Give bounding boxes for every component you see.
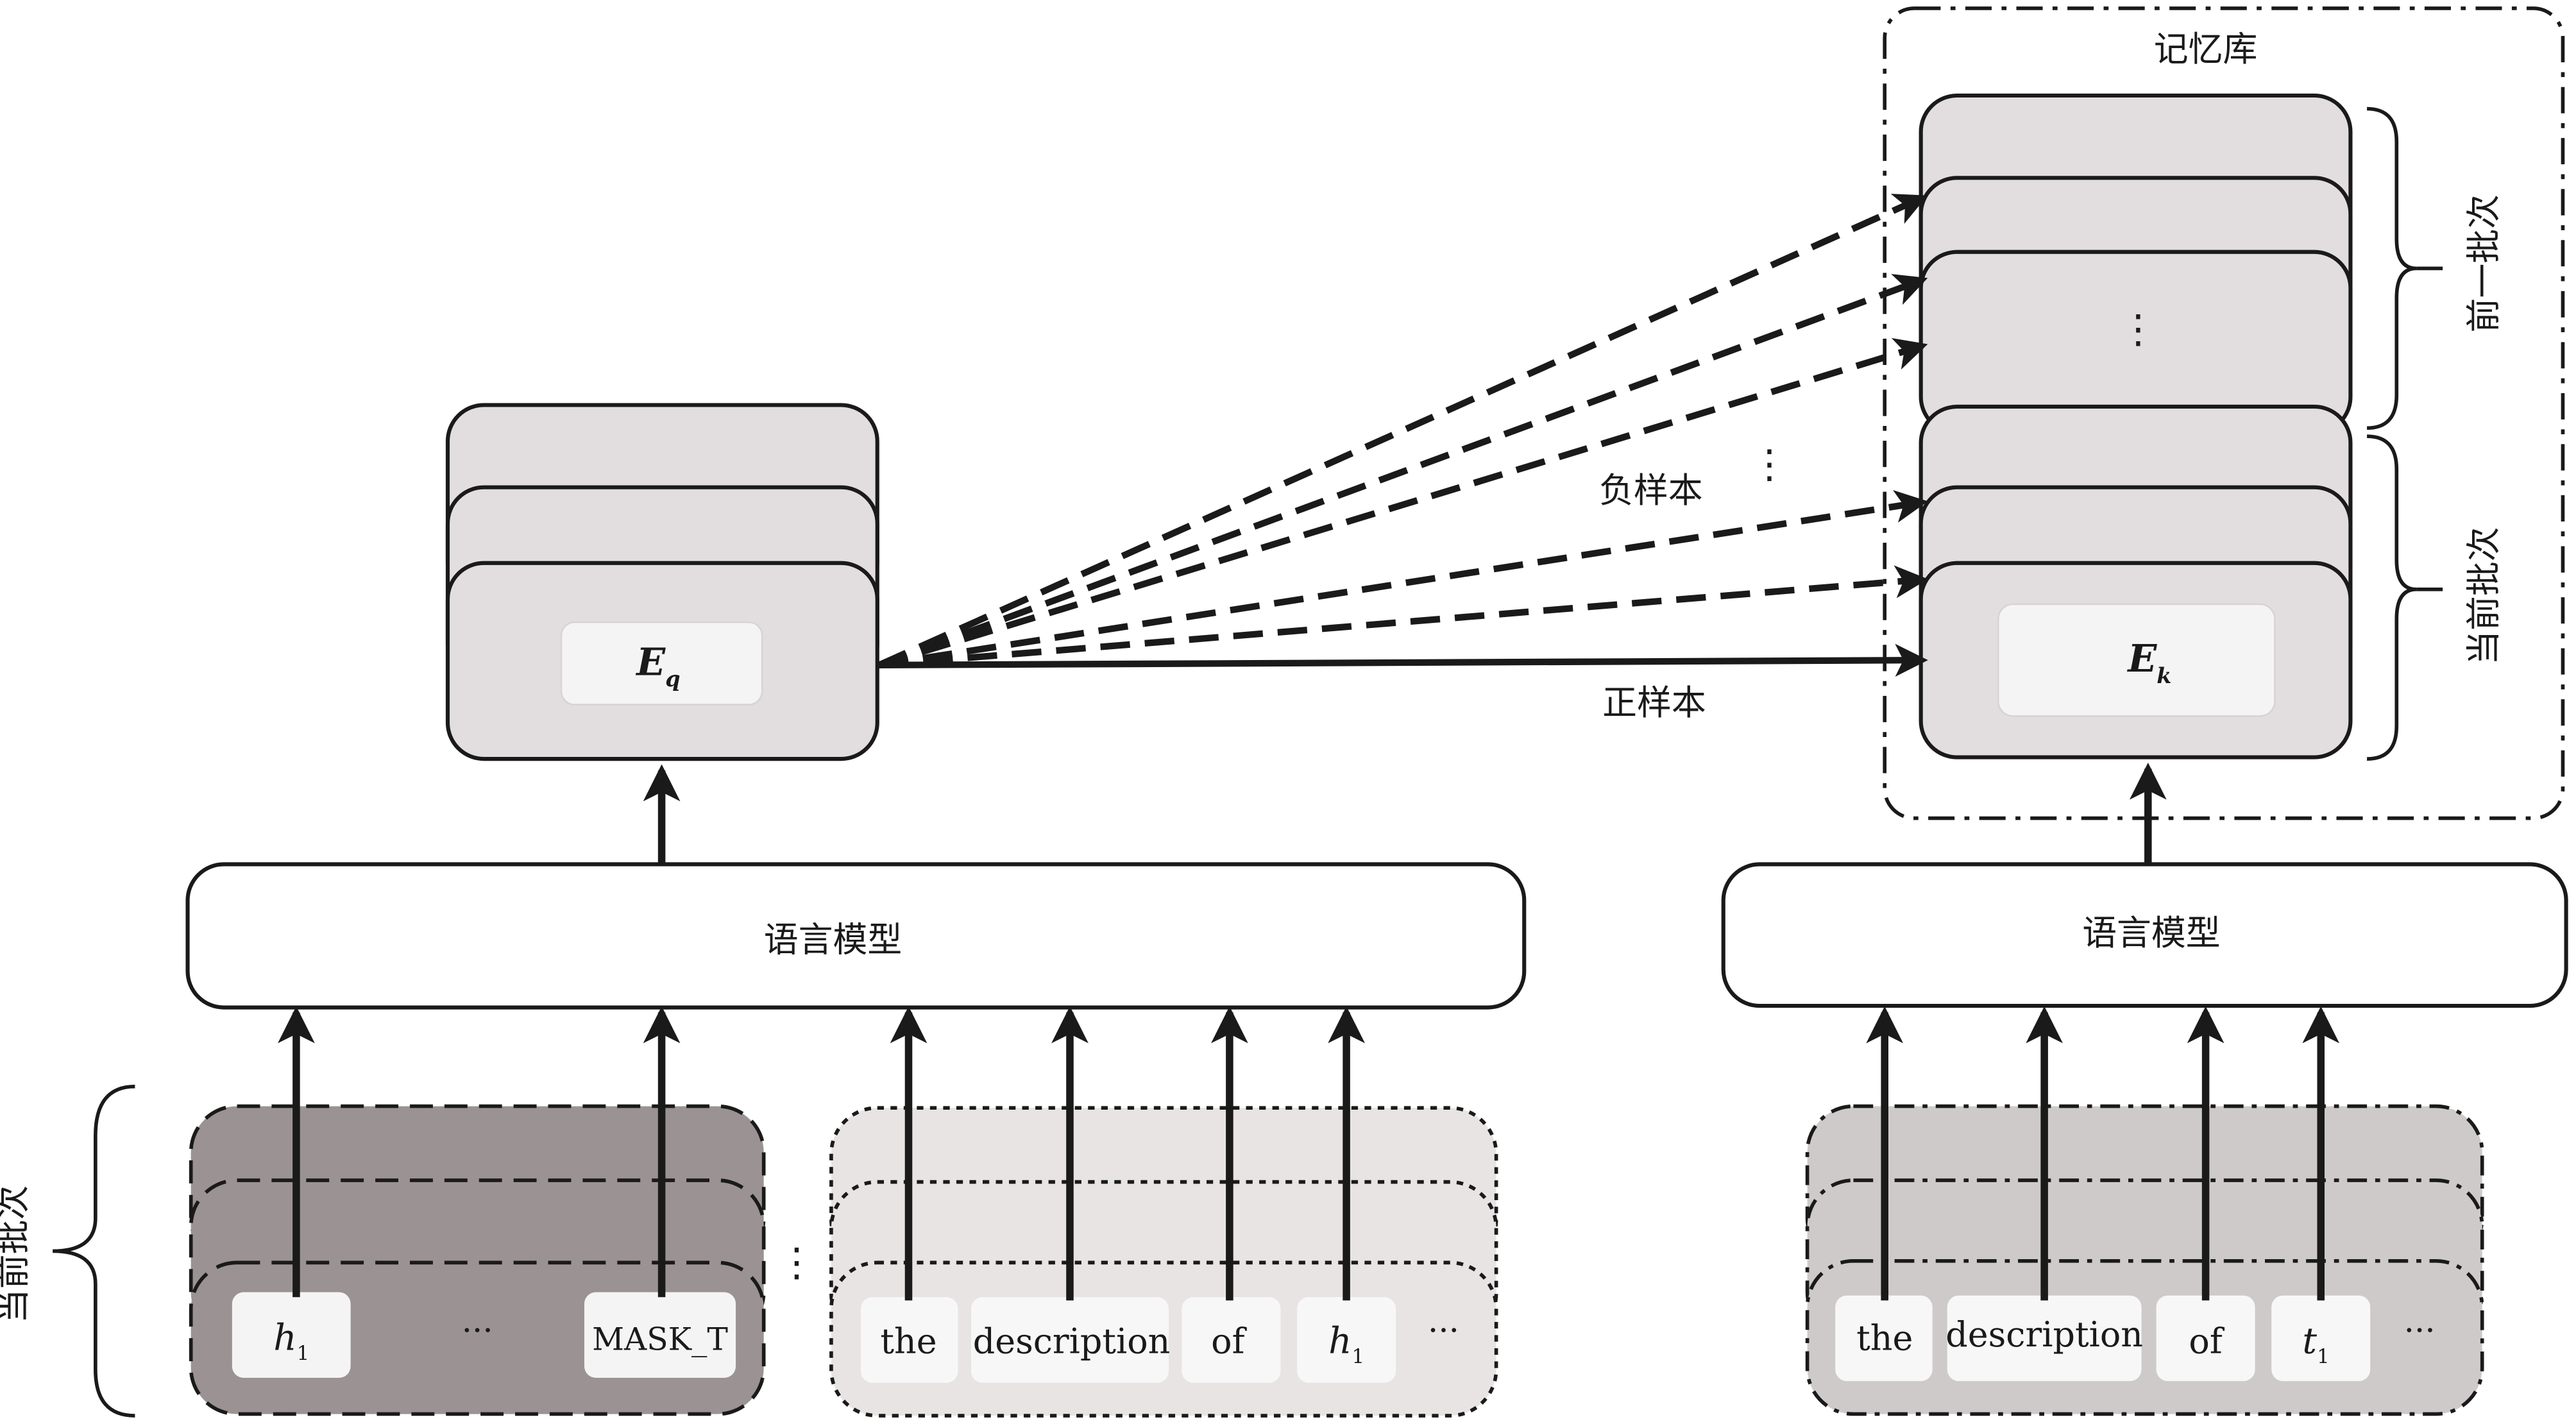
left-desc-token-description: description: [973, 1321, 1171, 1362]
previous-batch-brace: [2367, 106, 2417, 430]
negative-sample-label: 负样本: [1599, 470, 1703, 511]
memory-bank-title: 记忆库: [2154, 29, 2258, 69]
left-desc-token-of: of: [1211, 1321, 1247, 1362]
memory-prev-dots: ⋮: [2119, 306, 2158, 352]
memory-bank: 记忆库 ⋮ Ek 前一批次 当前批次: [1883, 6, 2565, 820]
previous-batch-label: 前一批次: [2463, 194, 2504, 333]
right-description-stack: the description of t1 ···: [1805, 1006, 2484, 1416]
query-embedding-label: Eq: [635, 640, 680, 691]
right-language-model: 语言模型: [1721, 762, 2568, 1008]
between-stacks-dots: ⋮: [777, 1239, 817, 1285]
left-desc-token-the: the: [880, 1321, 936, 1362]
query-embedding-chip: [560, 621, 763, 706]
left-language-model: 语言模型: [185, 764, 1527, 1010]
left-desc-token-h1: h1: [1328, 1321, 1364, 1368]
right-desc-token-t1: t1: [2302, 1321, 2329, 1368]
left-input-stack: h1 ··· MASK_T: [189, 1006, 766, 1416]
left-language-model-label: 语言模型: [764, 919, 902, 960]
negative-edge-5: [878, 565, 1928, 668]
left-desc-chip-h1: [1297, 1297, 1396, 1383]
negative-edge-1: [877, 194, 1928, 668]
right-language-model-label: 语言模型: [2082, 913, 2221, 953]
mask-token-chip: [584, 1292, 736, 1378]
mask-token: MASK_T: [592, 1321, 728, 1357]
left-desc-chip-of: [1182, 1297, 1281, 1383]
key-embedding-label: Ek: [2126, 636, 2171, 688]
right-desc-chip-of: [2156, 1295, 2255, 1382]
token-h1-chip: [232, 1292, 351, 1378]
left-desc-chip-the: [861, 1297, 958, 1383]
left-language-model-box: [185, 862, 1527, 1010]
memory-bank-border: [1883, 6, 2565, 820]
positive-sample-label: 正样本: [1602, 682, 1706, 723]
right-desc-token-the: the: [1856, 1318, 1913, 1358]
right-desc-chip-the: [1835, 1295, 1933, 1382]
key-embedding-chip: [1997, 603, 2276, 717]
contrastive-edges: ⋮ 负样本 正样本: [877, 194, 1928, 723]
right-desc-ellipsis: ···: [2404, 1312, 2436, 1350]
left-input-ellipsis: ···: [462, 1312, 493, 1350]
positive-edge: [879, 643, 1928, 677]
right-desc-chip-description: [1947, 1295, 2142, 1382]
negative-edge-2: [877, 274, 1928, 668]
left-desc-ellipsis: ···: [1428, 1312, 1459, 1350]
left-description-stack: the description of h1 ···: [829, 1006, 1498, 1418]
right-desc-token-of: of: [2189, 1321, 2224, 1362]
negative-edge-4: [878, 490, 1928, 668]
left-desc-chip-description: [971, 1297, 1169, 1383]
query-embedding-stack: Eq: [445, 403, 879, 761]
left-current-batch-label: 当前批次: [0, 1185, 33, 1324]
negative-edge-3: [877, 338, 1928, 668]
left-current-batch-brace: [53, 1084, 135, 1418]
right-desc-chip-t1: [2271, 1295, 2371, 1382]
current-batch-label: 当前批次: [2463, 527, 2504, 665]
negative-edges-dots: ⋮: [1750, 441, 1790, 487]
current-batch-brace: [2367, 434, 2417, 761]
token-h1: h1: [273, 1317, 309, 1364]
right-desc-token-description: description: [1945, 1314, 2143, 1355]
